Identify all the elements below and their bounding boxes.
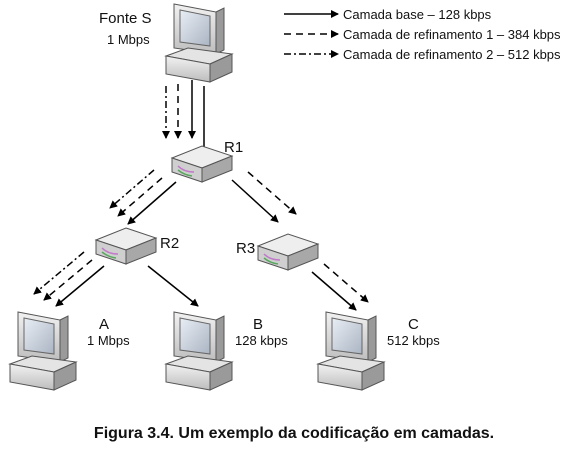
link-dashed — [43, 259, 93, 301]
router-icon-r3 — [256, 233, 320, 271]
figure-caption: Figura 3.4. Um exemplo da codificação em… — [93, 425, 495, 442]
host-c-rate: 512 kbps — [387, 333, 440, 348]
source-rate: 1 Mbps — [107, 32, 150, 47]
link-dashdot — [33, 251, 85, 295]
link-solid — [55, 265, 105, 307]
computer-icon-a — [8, 311, 78, 391]
links-r2-a — [33, 251, 105, 307]
computer-icon-c — [316, 311, 386, 391]
links-r1-r2 — [109, 169, 177, 225]
host-a-name: A — [99, 316, 110, 333]
host-b-rate: 128 kbps — [235, 333, 288, 348]
router-label-r3: R3 — [236, 240, 256, 257]
link-dashed — [117, 177, 163, 217]
host-b-name: B — [253, 316, 264, 333]
host-a-rate: 1 Mbps — [87, 333, 130, 348]
links-r1-r3 — [231, 171, 297, 223]
router-label-r2: R2 — [160, 235, 180, 252]
computer-icon-source — [164, 3, 234, 83]
links-s-r1 — [162, 80, 205, 150]
legend-dashed-label: Camada de refinamento 1 – 384 kbps — [343, 27, 561, 42]
links-r2-b — [147, 265, 199, 307]
link-solid — [127, 181, 177, 225]
router-icon-r2 — [94, 227, 158, 265]
legend-solid-label: Camada base – 128 kbps — [343, 7, 492, 22]
link-solid — [311, 271, 357, 311]
legend — [284, 10, 339, 58]
host-c-name: C — [408, 316, 419, 333]
link-dashed — [323, 263, 369, 303]
legend-dashdot-label: Camada de refinamento 2 – 512 kbps — [343, 47, 561, 62]
link-solid — [147, 265, 199, 307]
computer-icon-b — [164, 311, 234, 391]
router-label-r1: R1 — [224, 139, 244, 156]
link-dashed — [247, 171, 297, 215]
source-name: Fonte S — [99, 10, 152, 27]
router-icon-r1 — [170, 145, 234, 183]
link-dashdot — [109, 169, 155, 209]
links-r3-c — [311, 263, 369, 311]
link-solid — [231, 179, 279, 223]
